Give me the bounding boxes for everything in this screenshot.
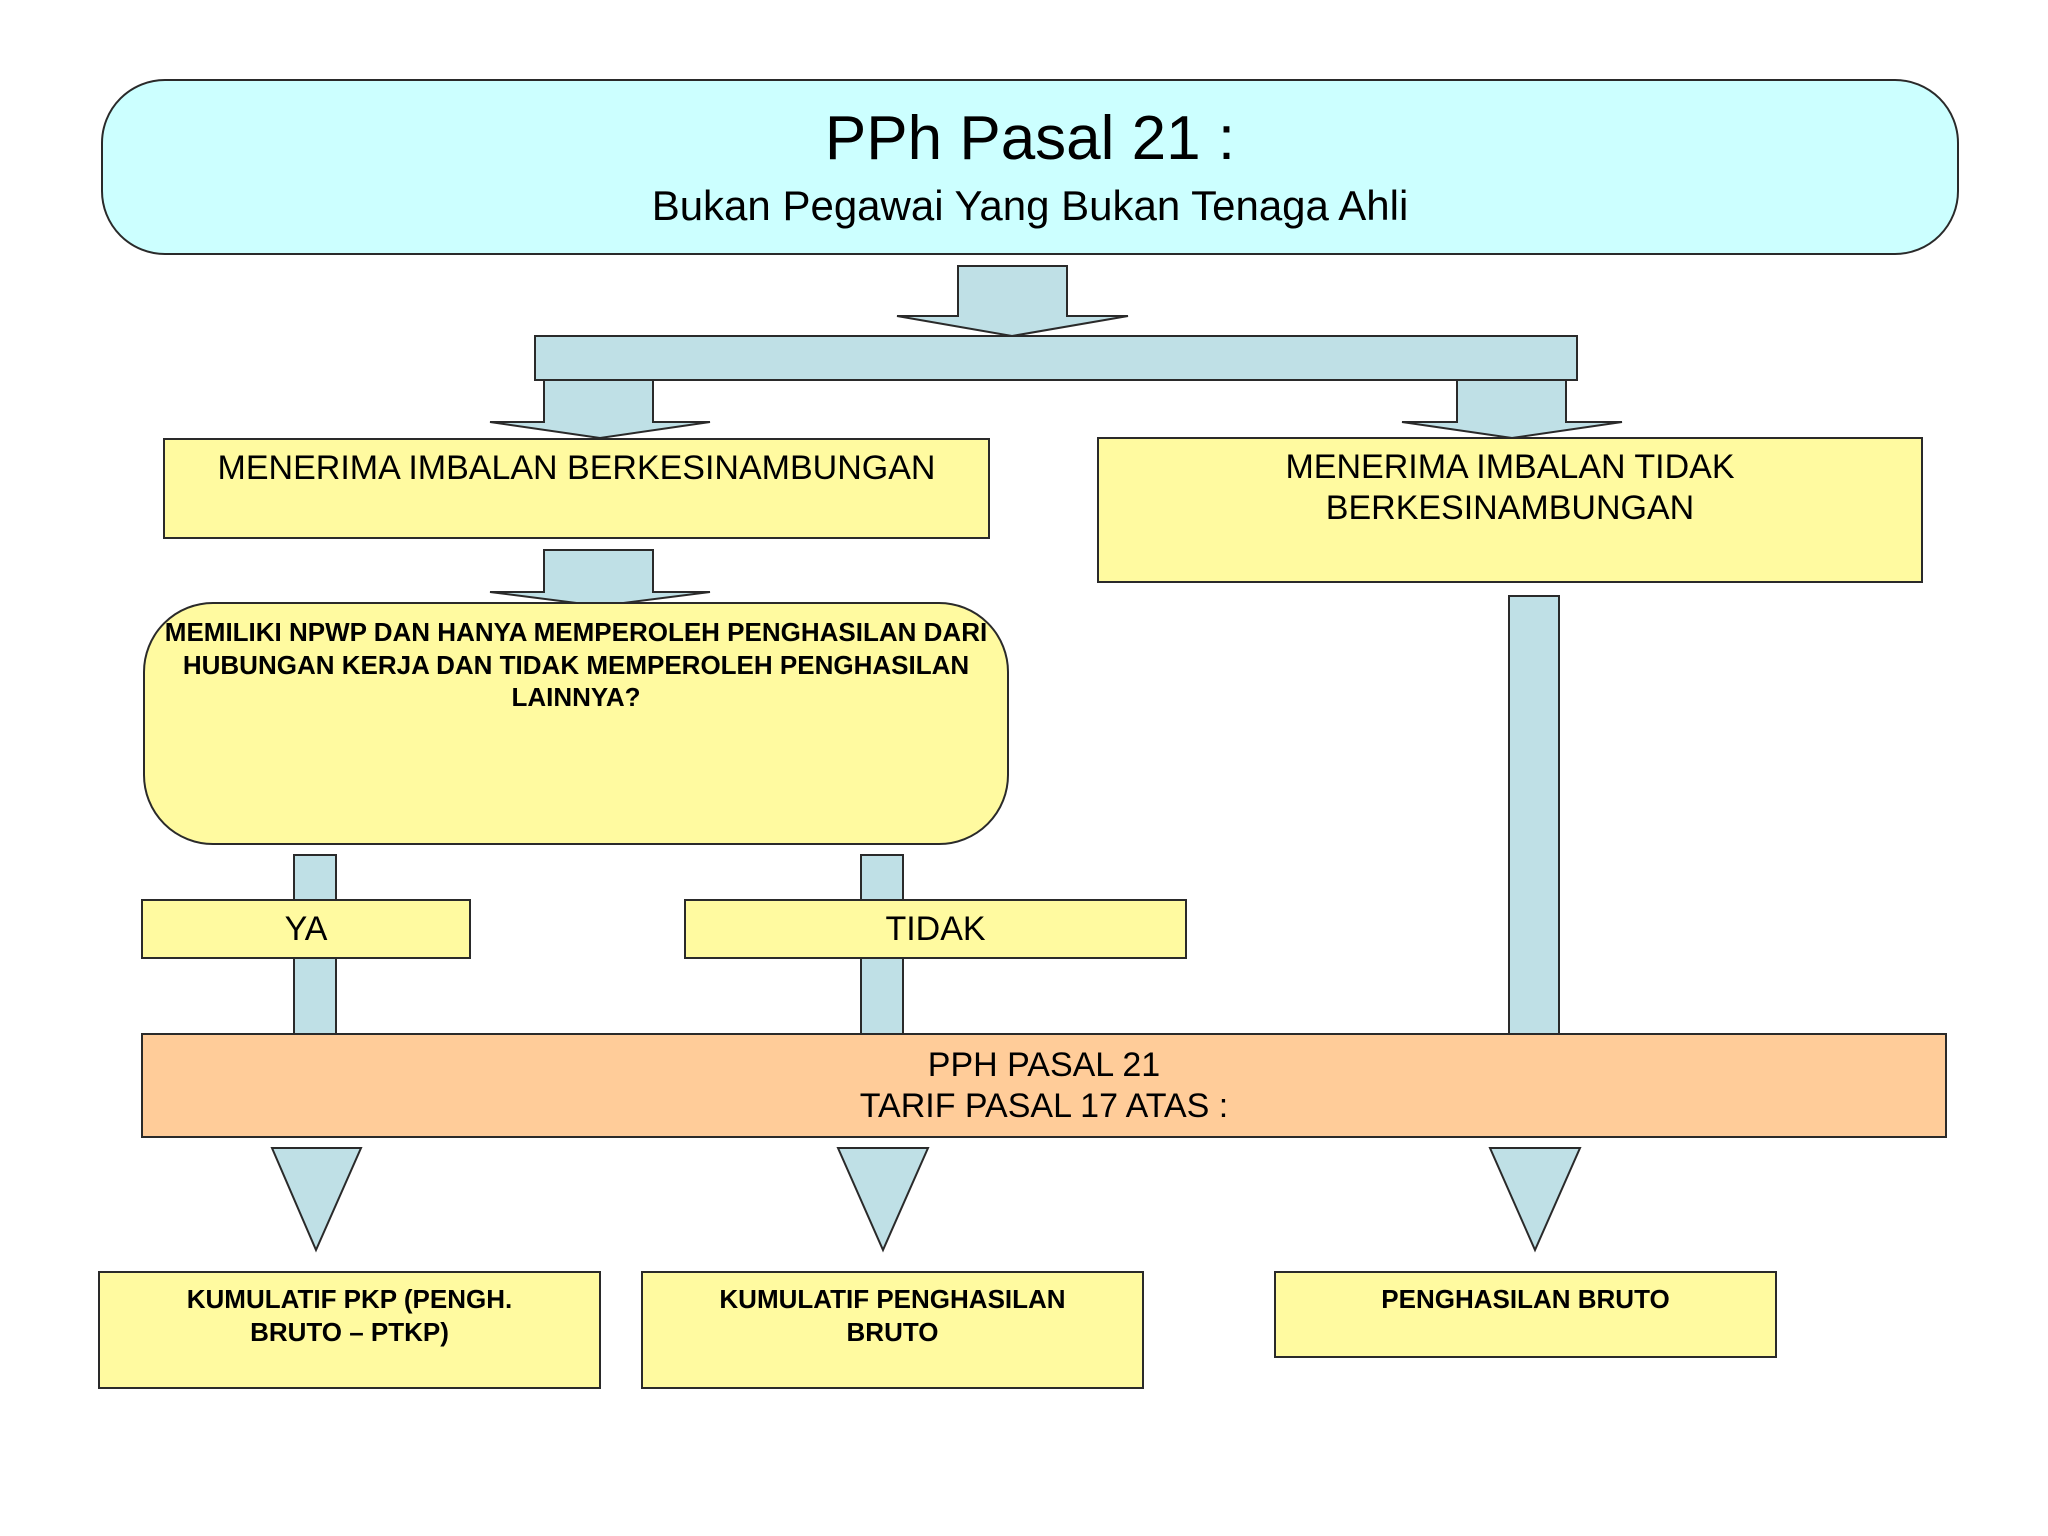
branch-continuous-label: MENERIMA IMBALAN BERKESINAMBUNGAN [217, 449, 936, 487]
answer-yes-label: YA [284, 910, 328, 948]
title-banner: PPh Pasal 21 : Bukan Pegawai Yang Bukan … [101, 79, 1959, 255]
decision-question-text: MEMILIKI NPWP DAN HANYA MEMPEROLEH PENGH… [164, 617, 988, 712]
arrow-down-ya [270, 1147, 363, 1253]
answer-no-box: TIDAK [684, 899, 1187, 959]
page-title: PPh Pasal 21 : [824, 104, 1236, 173]
answer-no-label: TIDAK [885, 910, 986, 948]
result-box: PPH PASAL 21 TARIF PASAL 17 ATAS : [141, 1033, 1947, 1138]
branch-non-continuous: MENERIMA IMBALAN TIDAK BERKESINAMBUNGAN [1097, 437, 1923, 583]
page-subtitle: Bukan Pegawai Yang Bukan Tenaga Ahli [651, 182, 1409, 229]
arrow-title-down [896, 265, 1129, 338]
arrow-down-tidak [836, 1147, 930, 1253]
answer-yes-box: YA [141, 899, 471, 959]
connector-non-continuous [1508, 595, 1560, 1036]
outcome-no-box: KUMULATIF PENGHASILAN BRUTO [641, 1271, 1144, 1389]
branch-continuous: MENERIMA IMBALAN BERKESINAMBUNGAN [163, 438, 990, 539]
outcome-no-label: KUMULATIF PENGHASILAN BRUTO [719, 1284, 1066, 1347]
decision-question: MEMILIKI NPWP DAN HANYA MEMPEROLEH PENGH… [143, 602, 1009, 845]
arrow-to-question [489, 549, 711, 608]
result-line-2: TARIF PASAL 17 ATAS : [859, 1087, 1229, 1126]
outcome-non-continuous-box: PENGHASILAN BRUTO [1274, 1271, 1777, 1358]
arrow-to-right-branch [1401, 379, 1623, 440]
branch-non-continuous-label: MENERIMA IMBALAN TIDAK BERKESINAMBUNGAN [1285, 448, 1735, 528]
result-line-1: PPH PASAL 21 [927, 1046, 1161, 1084]
outcome-yes-box: KUMULATIF PKP (PENGH. BRUTO – PTKP) [98, 1271, 601, 1389]
arrow-to-left-branch [489, 379, 711, 440]
outcome-yes-label: KUMULATIF PKP (PENGH. BRUTO – PTKP) [186, 1284, 513, 1347]
outcome-non-continuous-label: PENGHASILAN BRUTO [1381, 1284, 1670, 1314]
arrow-down-non-continuous [1488, 1147, 1582, 1253]
splitter-bar [534, 335, 1578, 381]
